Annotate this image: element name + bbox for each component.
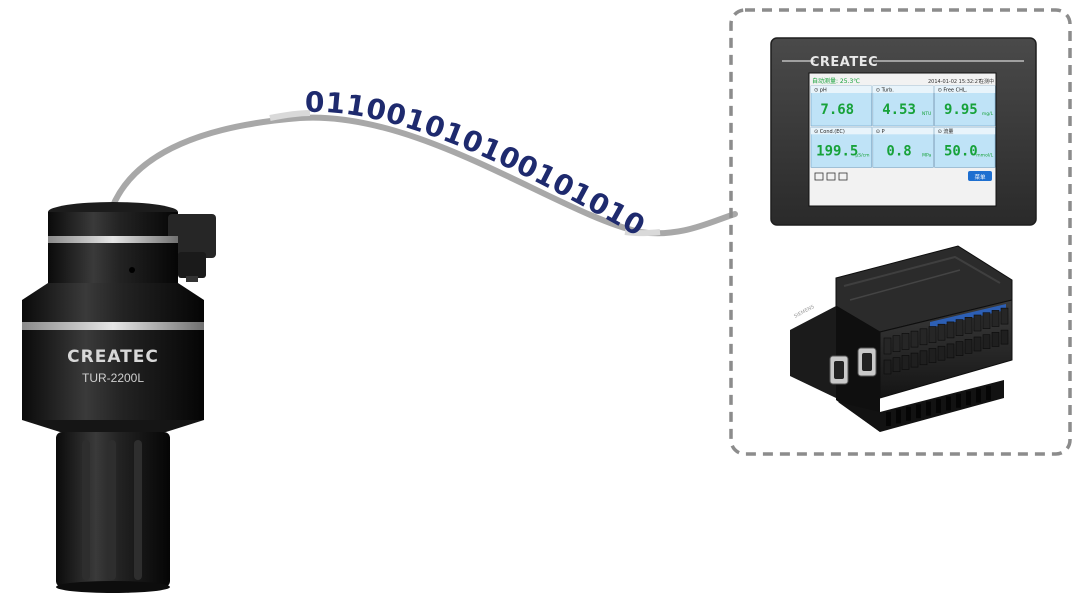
plc-terminal	[883, 359, 892, 375]
plc-terminal	[982, 334, 991, 350]
plc-terminal	[892, 335, 901, 353]
plc-terminal	[901, 355, 910, 370]
plc-terminal	[964, 316, 973, 334]
hmi-tile[interactable]: ⊙ Free CHL. 9.95 mg/L	[934, 85, 996, 127]
hmi-status-label: 自动测量: 25.3℃	[812, 77, 860, 85]
plc-terminal	[937, 323, 946, 341]
plc-terminal	[919, 328, 928, 346]
hmi-tile-value: 4.53	[882, 102, 916, 118]
hmi-tile[interactable]: ⊙ Cond.(EC) 199.5μS/cm	[810, 127, 872, 168]
plc-terminal	[1000, 329, 1009, 345]
plc-terminal	[955, 341, 964, 356]
plc-vent	[886, 412, 891, 426]
hmi-tile-value: 0.8	[886, 143, 911, 159]
plc-terminal	[982, 312, 991, 330]
plc-terminal	[910, 330, 919, 348]
receiver-frame	[729, 8, 1072, 456]
plc-vent	[956, 393, 961, 408]
hmi-tile-label: ⊙ Free CHL.	[938, 88, 968, 94]
hmi-icon-2[interactable]	[826, 172, 836, 181]
plc-terminal	[973, 314, 982, 332]
hmi-tile-unit: MPa	[922, 152, 931, 158]
plc-terminal	[973, 336, 982, 352]
plc-vent	[896, 409, 901, 424]
hmi-status-right: 在测中	[979, 78, 994, 85]
plc-vent	[976, 388, 981, 403]
hmi-menu-button[interactable]	[968, 171, 992, 181]
plc-terminal	[1000, 307, 1009, 325]
plc-terminal	[946, 321, 955, 339]
plc-terminal	[883, 337, 892, 355]
hmi-tile-unit: mmol/L	[976, 152, 993, 158]
hmi-tile-unit: NTU	[922, 111, 931, 117]
hmi-tile-value: 199.5	[816, 143, 858, 159]
hmi-tile-label: ⊙ P	[876, 129, 885, 135]
plc-terminal	[946, 343, 955, 359]
hmi-panel: CREATEC 自动测量: 25.3℃ 2014-01-02 15:32:27 …	[770, 37, 1037, 226]
hmi-tile-value: 50.0	[944, 143, 978, 159]
hmi-tile-unit: μS/cm	[855, 152, 869, 158]
plc-terminal	[937, 345, 946, 361]
hmi-brand: CREATEC	[810, 55, 878, 70]
plc-vent	[926, 401, 931, 416]
cable-highlight-2	[624, 229, 661, 237]
plc-terminal	[901, 333, 910, 350]
plc-terminal	[928, 348, 937, 363]
hmi-tile-label: ⊙ pH	[814, 88, 827, 94]
plc-terminal	[928, 326, 937, 343]
sensor-model: TUR-2200L	[82, 371, 144, 385]
plc-vent	[936, 399, 941, 413]
plc-terminal	[919, 350, 928, 366]
hmi-tile-label: ⊙ Turb.	[876, 88, 894, 94]
plc-vent	[906, 406, 911, 421]
hmi-icon-1[interactable]	[814, 172, 824, 181]
sensor-brand: CREATEC	[67, 347, 159, 367]
plc-terminal	[964, 338, 973, 354]
hmi-tile-unit: mg/L	[982, 111, 994, 117]
hmi-tile-label: ⊙ 流量	[938, 128, 954, 135]
plc-terminal	[991, 332, 1000, 347]
turbidity-sensor: CREATEC TUR-2200L	[22, 202, 216, 593]
connector-box	[168, 214, 216, 258]
hmi-tile-label: ⊙ Cond.(EC)	[814, 129, 845, 135]
plc-terminal	[892, 357, 901, 373]
hmi-menu-button-label: 菜单	[974, 173, 986, 181]
hmi-tile[interactable]: ⊙ pH 7.68	[810, 85, 872, 127]
hmi-datetime: 2014-01-02 15:32:27	[928, 79, 981, 85]
plc-vent	[946, 396, 951, 411]
plc-terminal	[910, 352, 919, 368]
plc-terminal	[991, 310, 1000, 327]
hmi-icon-3[interactable]	[838, 172, 848, 181]
plc-vent	[966, 391, 971, 406]
cable	[109, 114, 738, 237]
hmi-tile-value: 9.95	[944, 102, 978, 118]
plc-vent	[916, 404, 921, 419]
plc-label: SIEMENS	[793, 304, 815, 320]
cable-highlight	[269, 110, 311, 121]
plc-terminal	[955, 319, 964, 336]
hmi-tile-value: 7.68	[820, 102, 854, 118]
plc-vent	[986, 386, 991, 400]
plc-controller: SIEMENS	[790, 245, 1013, 432]
